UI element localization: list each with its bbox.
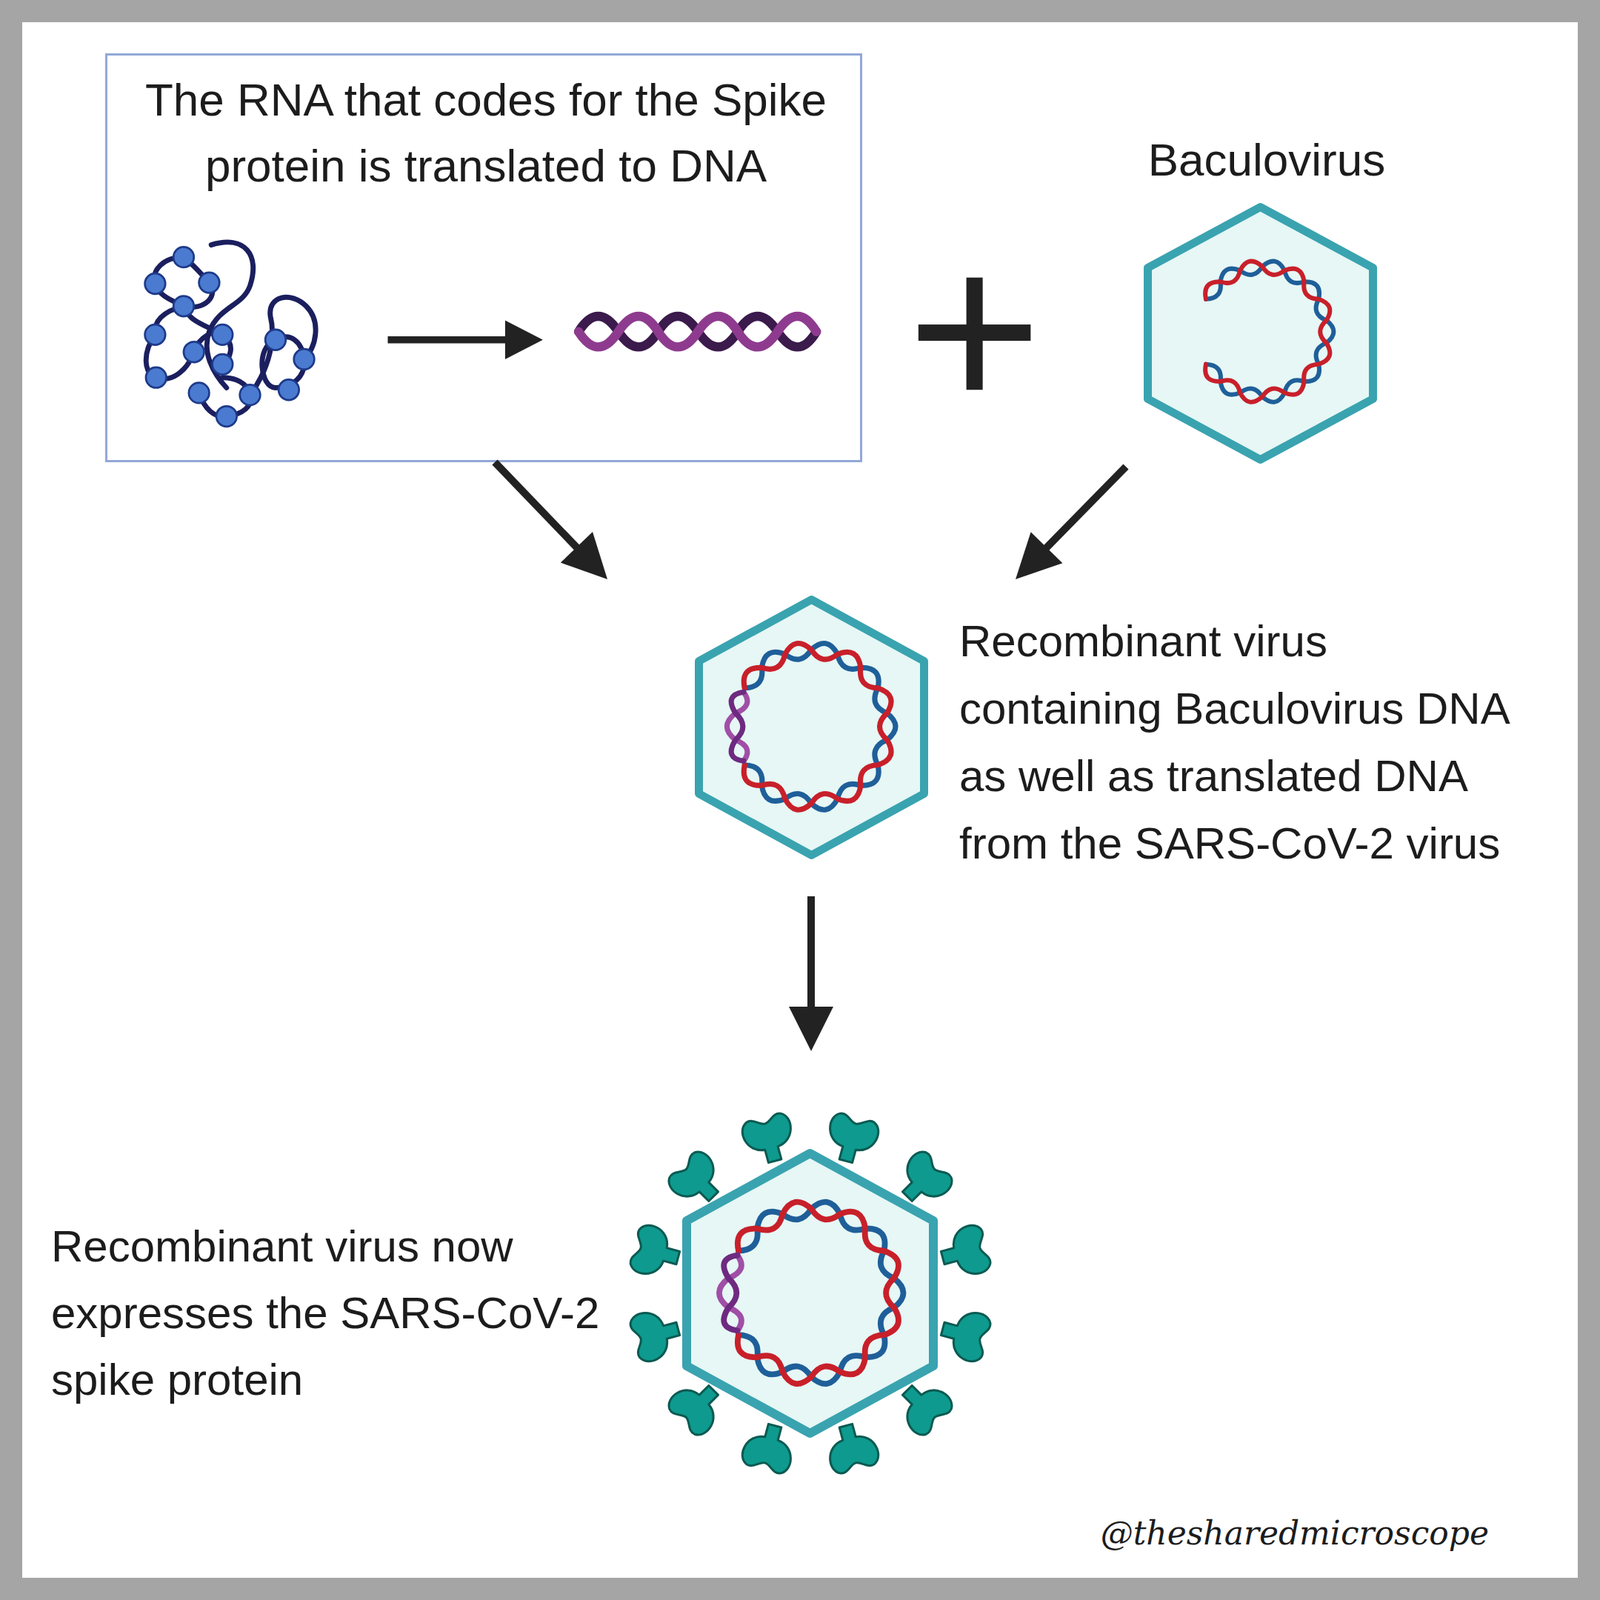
node-text: The RNA that codes for the Spike protein…	[115, 66, 857, 199]
node-text: Recombinant virus containing Baculovirus…	[959, 607, 1526, 878]
arrow-line	[494, 462, 582, 553]
rna-base	[173, 246, 195, 268]
conversion-arrowhead	[505, 320, 543, 360]
spike-protein	[822, 1419, 881, 1476]
spike-protein	[936, 1305, 993, 1364]
virus-capsid	[699, 600, 925, 856]
rna-base	[212, 324, 234, 346]
flow-arrow	[494, 462, 608, 580]
rna-base	[173, 296, 195, 318]
rna-base	[265, 329, 286, 351]
spike-proteins	[628, 1111, 993, 1476]
plus-sign	[966, 277, 983, 391]
spike-protein	[822, 1111, 881, 1168]
spike-protein	[628, 1222, 685, 1282]
node-text: Baculovirus	[1111, 130, 1423, 190]
dna-strand	[578, 316, 817, 347]
spike-protein	[740, 1111, 799, 1168]
flow-arrow	[788, 896, 834, 1052]
spike-protein	[936, 1222, 993, 1282]
rna-bases	[145, 246, 315, 426]
flow-arrow	[1015, 466, 1126, 580]
rna-strand	[250, 297, 317, 395]
node-text: Recombinant virus now expresses the SARS…	[51, 1213, 666, 1414]
spike-protein	[628, 1305, 685, 1364]
process-box: The RNA that codes for the Spike protein…	[105, 53, 863, 463]
rna-strand	[199, 377, 252, 418]
hexagon-outline	[694, 594, 929, 860]
rna-strand	[262, 337, 305, 389]
conversion-arrow	[387, 336, 510, 344]
rna-strand	[206, 242, 253, 388]
rna-strand	[145, 332, 231, 379]
rna-base	[240, 384, 261, 406]
rna-base	[216, 405, 238, 427]
plus-sign	[918, 324, 1032, 341]
virus-hexagon: Baculovirus	[1111, 129, 1423, 467]
dna-strand	[578, 316, 817, 347]
watermark: @thesharedmicroscope	[1088, 1511, 1489, 1556]
spike-protein	[740, 1419, 799, 1476]
arrowhead	[788, 1006, 834, 1052]
hexagon-outline	[1142, 202, 1378, 465]
rna-strand	[154, 257, 212, 307]
rna-base	[278, 379, 300, 400]
arrow-line	[807, 896, 815, 1015]
virus-capsid	[1148, 207, 1374, 460]
rna-base	[145, 367, 167, 389]
virus-hexagon: Recombinant virus now expresses the SARS…	[44, 1051, 990, 1475]
rna-base	[294, 348, 315, 370]
rna-base	[199, 272, 220, 294]
rna-base	[212, 354, 234, 375]
arrow-line	[1041, 466, 1126, 553]
rna-strand	[145, 242, 316, 417]
rna-base	[188, 382, 210, 404]
rna-base	[145, 273, 166, 295]
arrowhead	[560, 531, 608, 580]
arrowhead	[1015, 531, 1063, 580]
virus-hexagon: Recombinant virus containing Baculovirus…	[571, 579, 1535, 897]
rna-strand	[183, 305, 223, 335]
rna-strand	[154, 305, 184, 335]
hexagon-outline	[681, 1148, 939, 1439]
rna-base	[145, 324, 166, 346]
virus-capsid	[686, 1153, 934, 1434]
rna-base	[183, 341, 205, 363]
